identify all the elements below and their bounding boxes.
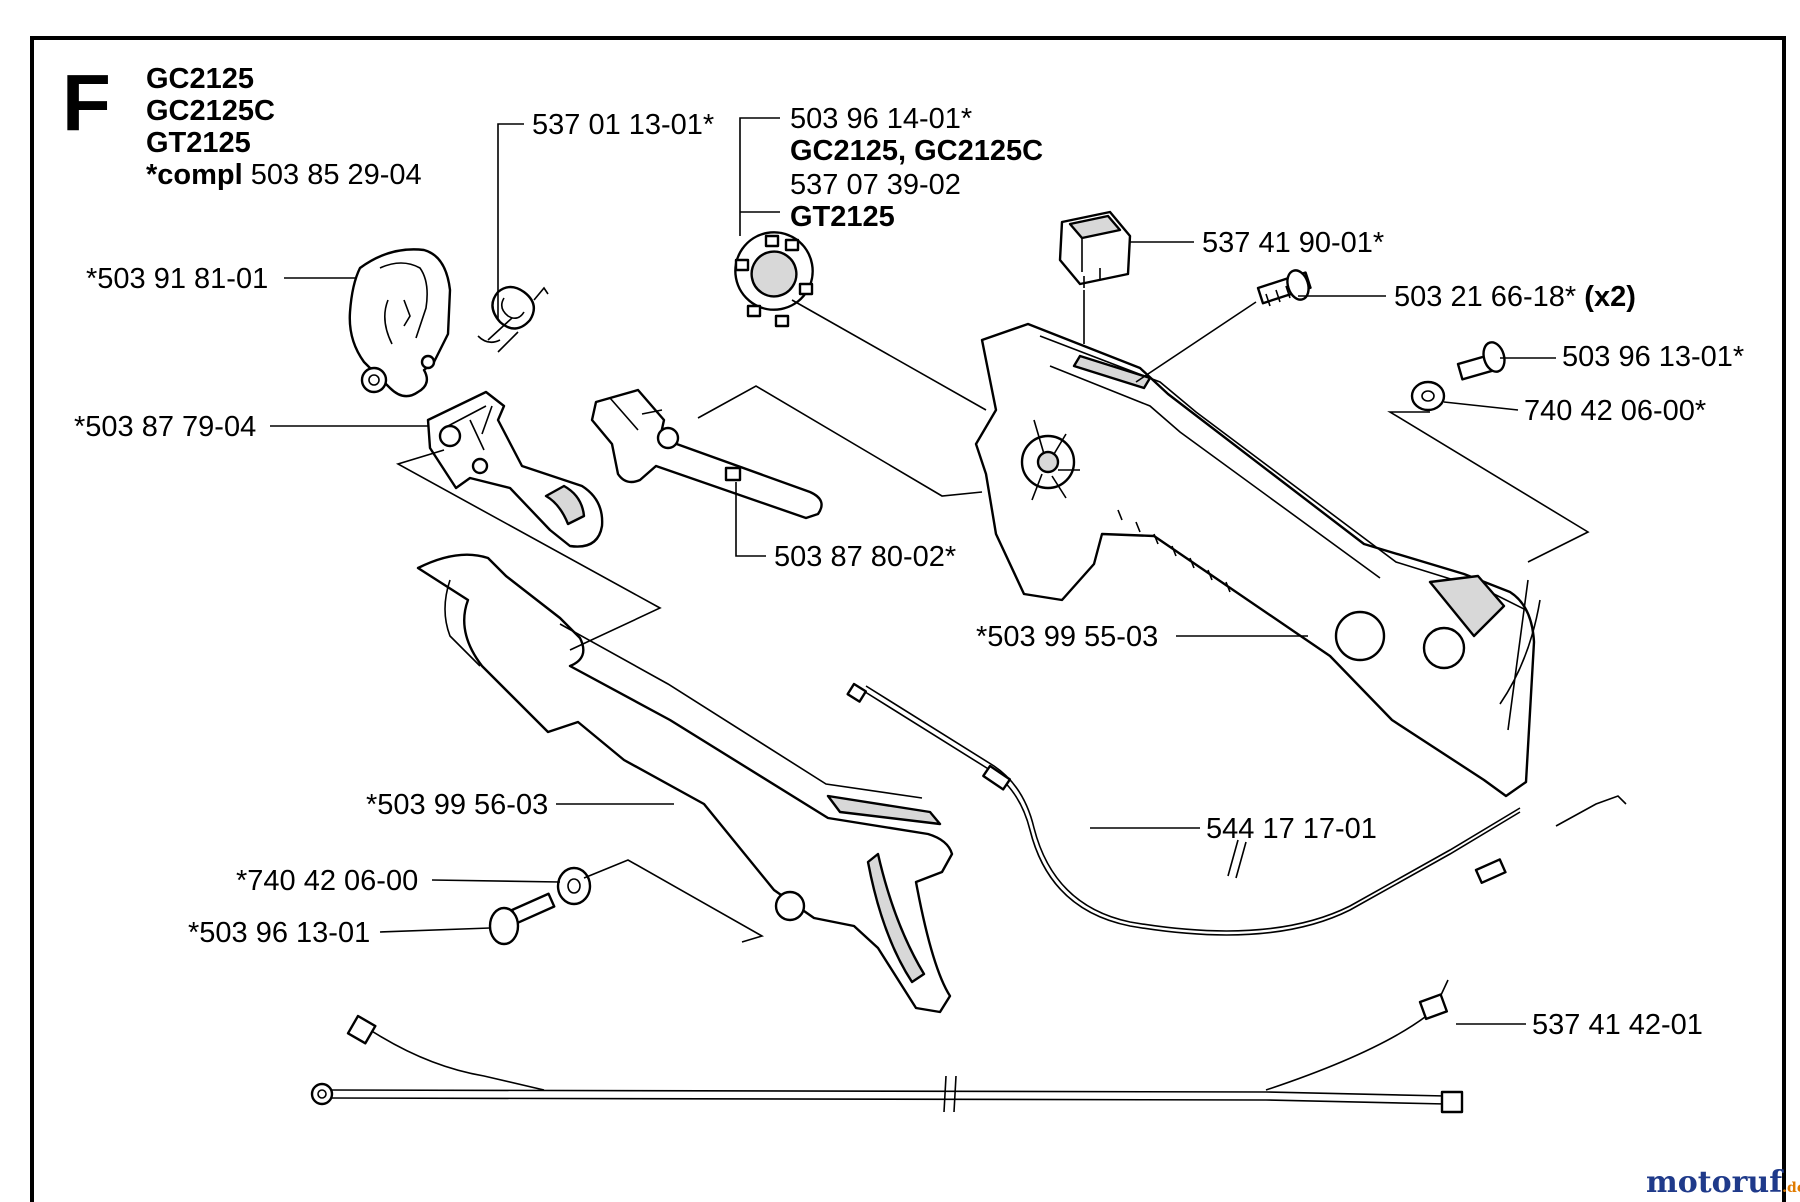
screw-left-part: [488, 892, 556, 946]
label-503-96-14-01: 503 96 14-01*: [790, 103, 972, 135]
compl-prefix: *compl: [146, 159, 243, 191]
label-503-96-13-01-left: *503 96 13-01: [188, 917, 370, 949]
label-740-42-06-00-right: 740 42 06-00*: [1524, 395, 1706, 427]
spring-part: [477, 285, 549, 353]
label-537-07-39-02-models: GT2125: [790, 201, 895, 233]
ring-part: [734, 231, 814, 328]
model-label-3: GT2125: [146, 127, 251, 159]
label-503-96-13-01-right: 503 96 13-01*: [1562, 341, 1744, 373]
label-740-42-06-00-left: *740 42 06-00: [236, 865, 418, 897]
label-537-41-90-01: 537 41 90-01*: [1202, 227, 1384, 259]
model-label-2: GC2125C: [146, 95, 275, 127]
label-503-87-80-02: 503 87 80-02*: [774, 541, 956, 573]
diagram-frame: [30, 36, 1786, 1202]
leader-lines: [270, 117, 1590, 1025]
complete-kit-label: *compl 503 85 29-04: [146, 159, 422, 191]
label-503-91-81-01: *503 91 81-01: [86, 263, 268, 295]
watermark-tld: .de: [1782, 1180, 1800, 1196]
label-537-41-42-01: 537 41 42-01: [1532, 1009, 1703, 1041]
label-503-96-14-01-models: GC2125, GC2125C: [790, 135, 1043, 167]
label-503-21-66-18-number: 503 21 66-18*: [1394, 281, 1576, 313]
label-544-17-17-01: 544 17 17-01: [1206, 813, 1377, 845]
compl-number: 503 85 29-04: [251, 159, 422, 191]
throttle-cable-part: [846, 682, 1627, 936]
throttle-lever-part: [426, 390, 604, 548]
washer-left-part: [556, 866, 592, 906]
model-label-1: GC2125: [146, 63, 254, 95]
throttle-trigger-part: [590, 388, 823, 520]
handle-half-left: [416, 553, 954, 1014]
section-letter: F: [62, 58, 111, 147]
watermark-suffix: ruf: [1732, 1165, 1785, 1200]
watermark-logo: motoruf.de: [1646, 1165, 1800, 1200]
screw-part: [1256, 269, 1312, 307]
label-503-21-66-18: 503 21 66-18* (x2): [1394, 281, 1636, 313]
label-503-99-55-03: *503 99 55-03: [976, 621, 1158, 653]
label-537-07-39-02: 537 07 39-02: [790, 169, 961, 201]
label-503-21-66-18-qty: (x2): [1584, 281, 1636, 313]
label-537-01-13-01: 537 01 13-01*: [532, 109, 714, 141]
label-503-99-56-03: *503 99 56-03: [366, 789, 548, 821]
screw-right-part: [1410, 341, 1506, 412]
switch-part: [1058, 210, 1132, 288]
watermark-prefix: moto: [1646, 1165, 1732, 1200]
wire-harness-part: [310, 979, 1464, 1114]
handle-half-right: [974, 322, 1541, 798]
bracket-part: [348, 248, 452, 398]
label-503-87-79-04: *503 87 79-04: [74, 411, 256, 443]
